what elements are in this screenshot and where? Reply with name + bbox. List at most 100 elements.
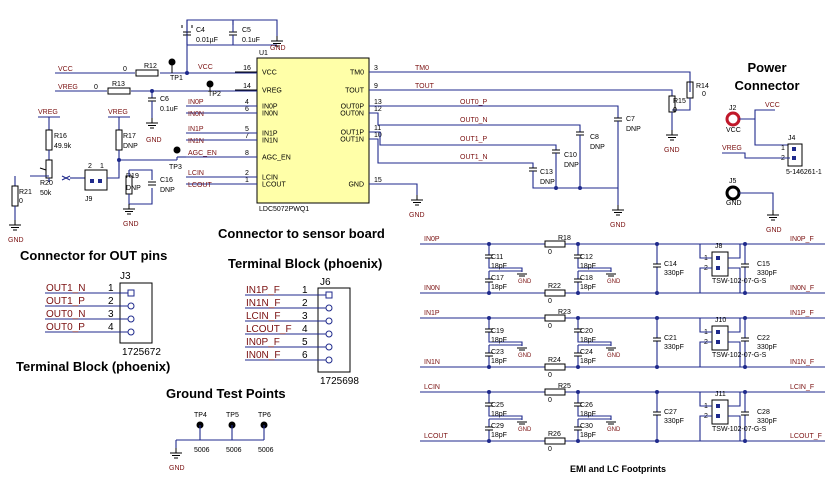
r12-symbol xyxy=(135,69,159,77)
vreg-label-power: VREG xyxy=(722,145,742,152)
emi-ra-ref: R18 xyxy=(558,235,571,242)
ic-right-pin-num: 3 xyxy=(374,65,378,72)
gnd-mini-label: GND xyxy=(607,353,621,359)
ic-right-pin-num: 9 xyxy=(374,83,378,90)
emi-rb-ref: R24 xyxy=(548,357,561,364)
junction xyxy=(655,439,659,443)
ground-test-points-title: Ground Test Points xyxy=(166,386,286,401)
emi-jumper[interactable] xyxy=(711,251,729,277)
agc-network: VREG VREG R16 49.9k R17 DNP TP3 R20 50k … xyxy=(8,109,186,244)
net-tout: TOUT xyxy=(415,83,435,90)
svg-text:2: 2 xyxy=(88,163,92,170)
emi-title: EMI and LC Footprints xyxy=(570,464,666,474)
gnd-mini-label: GND xyxy=(518,353,532,359)
net-agc-en: AGC_EN xyxy=(188,150,217,157)
j2-vcc-terminal[interactable] xyxy=(725,111,741,127)
svg-text:0: 0 xyxy=(94,84,98,91)
power-title-line1: Power xyxy=(747,60,786,75)
j3-pin-number: 4 xyxy=(108,322,114,333)
jumper-pin xyxy=(716,404,720,408)
emi-jumper[interactable] xyxy=(711,399,729,425)
c6-group: GND C6 0.1uF xyxy=(145,89,178,144)
emi-block: R250R260LCINLCOUTLCIN_FLCOUT_FGNDC2518pF… xyxy=(420,383,825,453)
emi-rails xyxy=(420,317,825,368)
ic-left-pin-num: 2 xyxy=(245,170,249,177)
emi-jumper-wire xyxy=(728,318,741,367)
j3-ref: J3 xyxy=(120,271,131,282)
junction xyxy=(743,291,747,295)
emi-cap-val: 18pF xyxy=(491,263,507,270)
r20-ref: R20 xyxy=(40,180,53,187)
emi-out-p: LCIN_F xyxy=(790,384,814,391)
emi-jumper-wire xyxy=(699,318,712,367)
r19-ref: R19 xyxy=(126,173,139,180)
junction xyxy=(655,316,659,320)
junction xyxy=(576,242,580,246)
emi-gnd-wire xyxy=(488,414,523,420)
emi-rb-val: 0 xyxy=(548,298,552,305)
sensor-connector-title: Connector to sensor board xyxy=(218,226,385,241)
emi-cap-ref: C25 xyxy=(491,402,504,409)
ic-right-pin-num: 15 xyxy=(374,177,382,184)
emi-cap-ref: C11 xyxy=(491,254,503,261)
emi-rails xyxy=(420,391,825,442)
gtp-ref: TP5 xyxy=(226,412,239,419)
emi-jumper-wire xyxy=(699,392,712,441)
emi-jumper-part: TSW-102-07-G-S xyxy=(712,278,767,285)
j6-pin-net: IN0P_F xyxy=(246,337,280,348)
junction xyxy=(576,316,580,320)
r15-value: 0 xyxy=(673,107,677,114)
j6-pin-number: 2 xyxy=(302,298,308,309)
net-in1p: IN1P xyxy=(188,126,204,133)
j4-pin1: 1 xyxy=(781,145,785,152)
c13-value: DNP xyxy=(540,179,555,186)
gnd-label-out: GND xyxy=(610,222,626,229)
svg-text:0: 0 xyxy=(123,66,127,73)
j5-gnd-terminal[interactable] xyxy=(725,185,741,201)
emi-cap-val: 18pF xyxy=(491,284,507,291)
ic-left-pin-num: 14 xyxy=(243,83,251,90)
gnd-label-r21: GND xyxy=(8,237,24,244)
emi-gnd-wire xyxy=(488,340,523,346)
junction xyxy=(576,365,580,369)
sensor-connector-subtitle: Terminal Block (phoenix) xyxy=(228,256,382,271)
j6-ref: J6 xyxy=(320,277,331,288)
junction xyxy=(743,390,747,394)
c4-value: 0.01µF xyxy=(196,37,218,44)
ic-left-pin-name: IN1P xyxy=(262,131,278,138)
junction xyxy=(743,316,747,320)
net-out1p: OUT1_P xyxy=(460,136,488,143)
emi-gnd-wire xyxy=(577,414,612,420)
gtp-ref: TP6 xyxy=(258,412,271,419)
ic-right-pin-num: 12 xyxy=(374,106,382,113)
emi-cap-ref: C24 xyxy=(580,349,593,356)
ic-right-pin-name: GND xyxy=(348,182,364,189)
j6-pin-net: LCOUT_F xyxy=(246,324,292,335)
emi-c330-ref: C28 xyxy=(757,409,770,416)
emi-in-p: LCIN xyxy=(424,384,440,391)
vcc-label-power: VCC xyxy=(765,102,780,109)
c8-value: DNP xyxy=(590,144,605,151)
c10-ref: C10 xyxy=(564,152,577,159)
tp1-label: TP1 xyxy=(170,75,183,82)
emi-cap-val: 18pF xyxy=(491,337,507,344)
emi-cap-val: 18pF xyxy=(580,432,596,439)
j6-pin-pad xyxy=(325,304,333,312)
tp3-point[interactable] xyxy=(173,146,181,154)
emi-c330-val: 330pF xyxy=(757,344,777,351)
net-out0p: OUT0_P xyxy=(460,99,488,106)
emi-c330-ref: C22 xyxy=(757,335,770,342)
j3-pin-pad xyxy=(127,315,135,323)
emi-jumper[interactable] xyxy=(711,325,729,351)
gnd-mini-label: GND xyxy=(518,427,532,433)
gtp-ref: TP4 xyxy=(194,412,207,419)
ic-left-pin-name: VREG xyxy=(262,88,282,95)
net-in1n: IN1N xyxy=(188,138,204,145)
vreg-label-r17: VREG xyxy=(108,109,128,116)
c5-symbol xyxy=(229,31,237,36)
emi-block: R180R220IN0PIN0NIN0P_FIN0N_FGNDC1118pFC1… xyxy=(420,235,825,305)
emi-block: R230R240IN1PIN1NIN1P_FIN1N_FGNDC1918pFC2… xyxy=(420,309,825,379)
emi-in-n: IN1N xyxy=(424,359,440,366)
emi-jumper-wire xyxy=(728,392,741,441)
j3-pin-pad xyxy=(127,289,135,297)
